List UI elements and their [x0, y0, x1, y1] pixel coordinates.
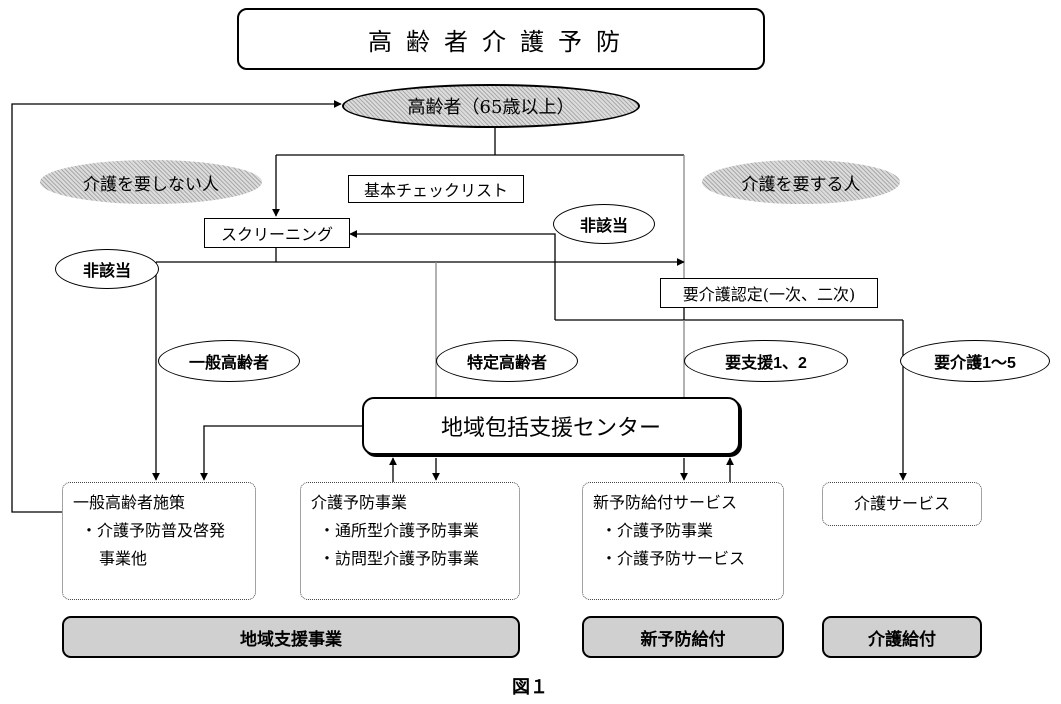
- certification-label: 要介護認定(一次、二次): [682, 285, 856, 304]
- prevention-projects-item-2: ・訪問型介護予防事業: [319, 549, 480, 568]
- not-applicable-right-label: 非該当: [579, 218, 628, 235]
- new-prevention-services-item-1: ・介護予防事業: [601, 521, 714, 540]
- care-levels-oval: 要介護1～5: [900, 340, 1050, 382]
- general-measures-item-2: 事業他: [99, 549, 148, 568]
- new-prevention-services-title: 新予防給付サービス: [593, 493, 738, 512]
- specific-elderly-label: 特定高齢者: [466, 355, 547, 372]
- care-levels-label: 要介護1～5: [934, 355, 1016, 372]
- elderly-ellipse: 高齢者（65歳以上）: [342, 84, 640, 128]
- general-measures-item-1: ・介護予防普及啓発: [81, 521, 226, 540]
- regional-support-center-box: 地域包括支援センター: [362, 397, 740, 455]
- basic-checklist-box: 基本チェックリスト: [348, 175, 524, 203]
- general-measures-box: 一般高齢者施策 ・介護予防普及啓発 事業他: [62, 482, 256, 600]
- care-benefits-label: 介護給付: [868, 629, 936, 649]
- prevention-projects-title: 介護予防事業: [311, 493, 408, 512]
- title-text: 高齢者介護予防: [368, 27, 634, 56]
- general-measures-title: 一般高齢者施策: [73, 493, 186, 512]
- new-prevention-services-box: 新予防給付サービス ・介護予防事業 ・介護予防サービス: [582, 482, 784, 600]
- not-applicable-right-oval: 非該当: [553, 204, 655, 244]
- figure-caption-text: 図１: [512, 677, 548, 697]
- care-needed-label: 介護を要する人: [741, 174, 861, 195]
- not-applicable-left-oval: 非該当: [55, 249, 159, 289]
- specific-elderly-oval: 特定高齢者: [436, 340, 578, 382]
- elderly-label: 高齢者（65歳以上）: [407, 97, 575, 118]
- care-services-title: 介護サービス: [853, 494, 950, 513]
- new-prevention-benefits-label: 新予防給付: [640, 629, 726, 649]
- loop-to-elderly: [11, 100, 342, 513]
- care-benefits-bar: 介護給付: [822, 616, 982, 658]
- not-applicable-left-label: 非該当: [82, 263, 131, 280]
- cert-not-applicable-return: [349, 230, 556, 320]
- general-elderly-oval: 一般高齢者: [158, 340, 300, 382]
- screening-label: スクリーニング: [220, 225, 333, 244]
- center-to-general: [200, 425, 362, 481]
- regional-support-center-label: 地域包括支援センター: [440, 416, 661, 441]
- support-levels-label: 要支援1、2: [725, 355, 807, 372]
- community-support-label: 地域支援事業: [240, 629, 342, 649]
- figure-caption: 図１: [480, 672, 580, 700]
- general-elderly-label: 一般高齢者: [188, 355, 269, 372]
- prevention-projects-item-1: ・通所型介護予防事業: [319, 521, 480, 540]
- basic-checklist-label: 基本チェックリスト: [363, 181, 508, 200]
- new-prevention-benefits-bar: 新予防給付: [582, 616, 784, 658]
- screening-box: スクリーニング: [204, 218, 350, 248]
- no-care-needed-label: 介護を要しない人: [83, 174, 219, 195]
- no-care-needed-ellipse: 介護を要しない人: [40, 160, 262, 204]
- title-box: 高齢者介護予防: [237, 8, 765, 70]
- certification-box: 要介護認定(一次、二次): [660, 278, 878, 308]
- care-services-box: 介護サービス: [822, 482, 982, 526]
- community-support-bar: 地域支援事業: [62, 616, 520, 658]
- support-levels-oval: 要支援1、2: [684, 340, 848, 382]
- care-needed-ellipse: 介護を要する人: [702, 160, 900, 204]
- prevention-projects-box: 介護予防事業 ・通所型介護予防事業 ・訪問型介護予防事業: [300, 482, 520, 600]
- new-prevention-services-item-2: ・介護予防サービス: [601, 549, 746, 568]
